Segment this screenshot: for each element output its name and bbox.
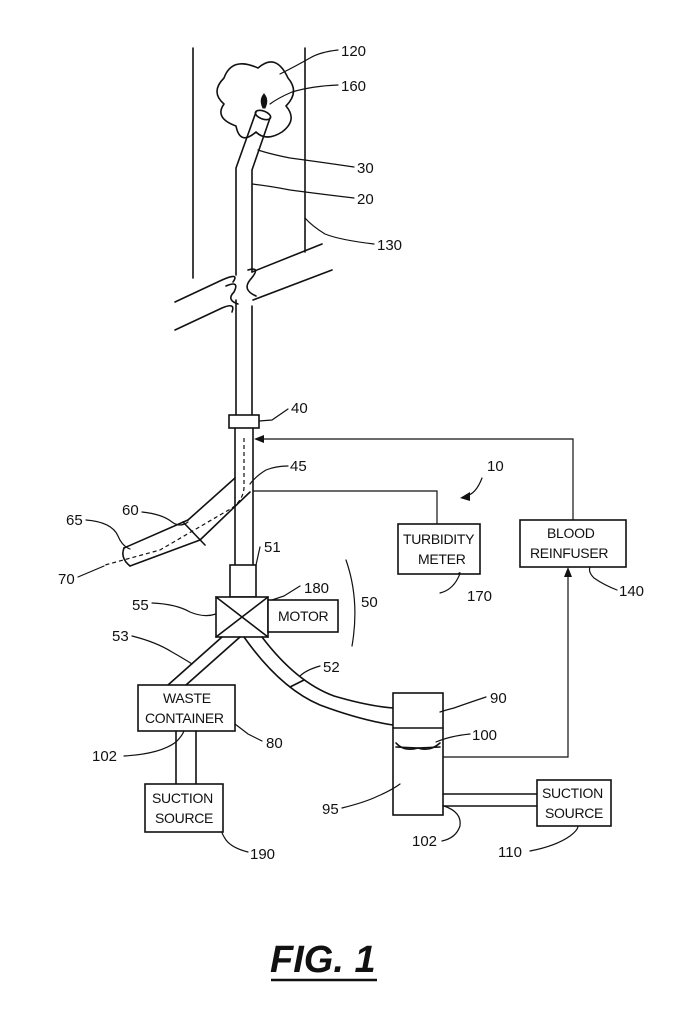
ref-110: 110 — [498, 844, 522, 861]
return-arrowhead — [254, 435, 264, 443]
ref-180: 180 — [304, 580, 329, 597]
ref-100: 100 — [472, 727, 497, 744]
outlet-stub — [229, 564, 257, 598]
valve — [215, 596, 269, 638]
reinfuser-input-line — [442, 574, 569, 758]
figure-caption: FIG. 1 — [270, 939, 376, 981]
ref-60: 60 — [122, 502, 139, 519]
branch-tubes — [167, 636, 394, 726]
ref-53: 53 — [112, 628, 129, 645]
motor-box — [267, 599, 339, 633]
right-suction-source-box — [536, 779, 612, 827]
clot — [216, 61, 295, 139]
ref-140: 140 — [619, 583, 644, 600]
waste-label-1: WASTE — [163, 690, 211, 706]
reinfuser-label-1: BLOOD — [547, 525, 595, 541]
reinfuser-label-2: REINFUSER — [530, 545, 608, 561]
ref-80: 80 — [266, 735, 283, 752]
blood-reinfuser-box — [519, 519, 627, 568]
left-suction-tube — [175, 730, 197, 785]
ref-45: 45 — [290, 458, 307, 475]
turbidity-signal-line — [252, 490, 438, 525]
ref-95: 95 — [322, 801, 339, 818]
reference-numerals: 120 160 30 20 130 40 45 10 60 65 70 51 1… — [58, 43, 644, 863]
right-suction-label-1: SUCTION — [542, 785, 603, 801]
right-suction-tube — [442, 793, 538, 807]
ref-55: 55 — [132, 597, 149, 614]
ref-10: 10 — [487, 458, 504, 475]
leader-lines — [77, 49, 618, 853]
ref-30: 30 — [357, 160, 374, 177]
ref-52: 52 — [323, 659, 340, 676]
ref-50: 50 — [361, 594, 378, 611]
ref-130: 130 — [377, 237, 402, 254]
vessel — [192, 47, 306, 279]
ref-102-right: 102 — [412, 833, 437, 850]
ref-70: 70 — [58, 571, 75, 588]
light-emitter — [260, 93, 268, 109]
turbidity-meter-box — [397, 523, 481, 575]
ref-190: 190 — [250, 846, 275, 863]
guidewire — [104, 438, 245, 566]
ref-160: 160 — [341, 78, 366, 95]
turbidity-label-1: TURBIDITY — [403, 531, 475, 547]
left-suction-source-box — [144, 783, 224, 833]
waste-label-2: CONTAINER — [145, 710, 224, 726]
motor-label: MOTOR — [278, 608, 329, 624]
ref-90: 90 — [490, 690, 507, 707]
left-suction-label-1: SUCTION — [152, 790, 213, 806]
skin-band — [174, 243, 333, 331]
bracket-50 — [345, 559, 356, 647]
ref-65: 65 — [66, 512, 83, 529]
return-line — [261, 438, 574, 521]
ref-102-left: 102 — [92, 748, 117, 765]
ref-51: 51 — [264, 539, 281, 556]
ref-20: 20 — [357, 191, 374, 208]
right-suction-label-2: SOURCE — [545, 805, 603, 821]
separator-container — [392, 692, 444, 816]
system-arrowhead — [460, 492, 470, 501]
waste-container-box — [137, 684, 236, 732]
turbidity-label-2: METER — [418, 551, 466, 567]
ref-120: 120 — [341, 43, 366, 60]
catheter — [228, 109, 272, 566]
left-suction-label-2: SOURCE — [155, 810, 213, 826]
ref-40: 40 — [291, 400, 308, 417]
ref-170: 170 — [467, 588, 492, 605]
reinfuser-arrowhead — [564, 567, 572, 577]
side-branch — [122, 477, 251, 567]
